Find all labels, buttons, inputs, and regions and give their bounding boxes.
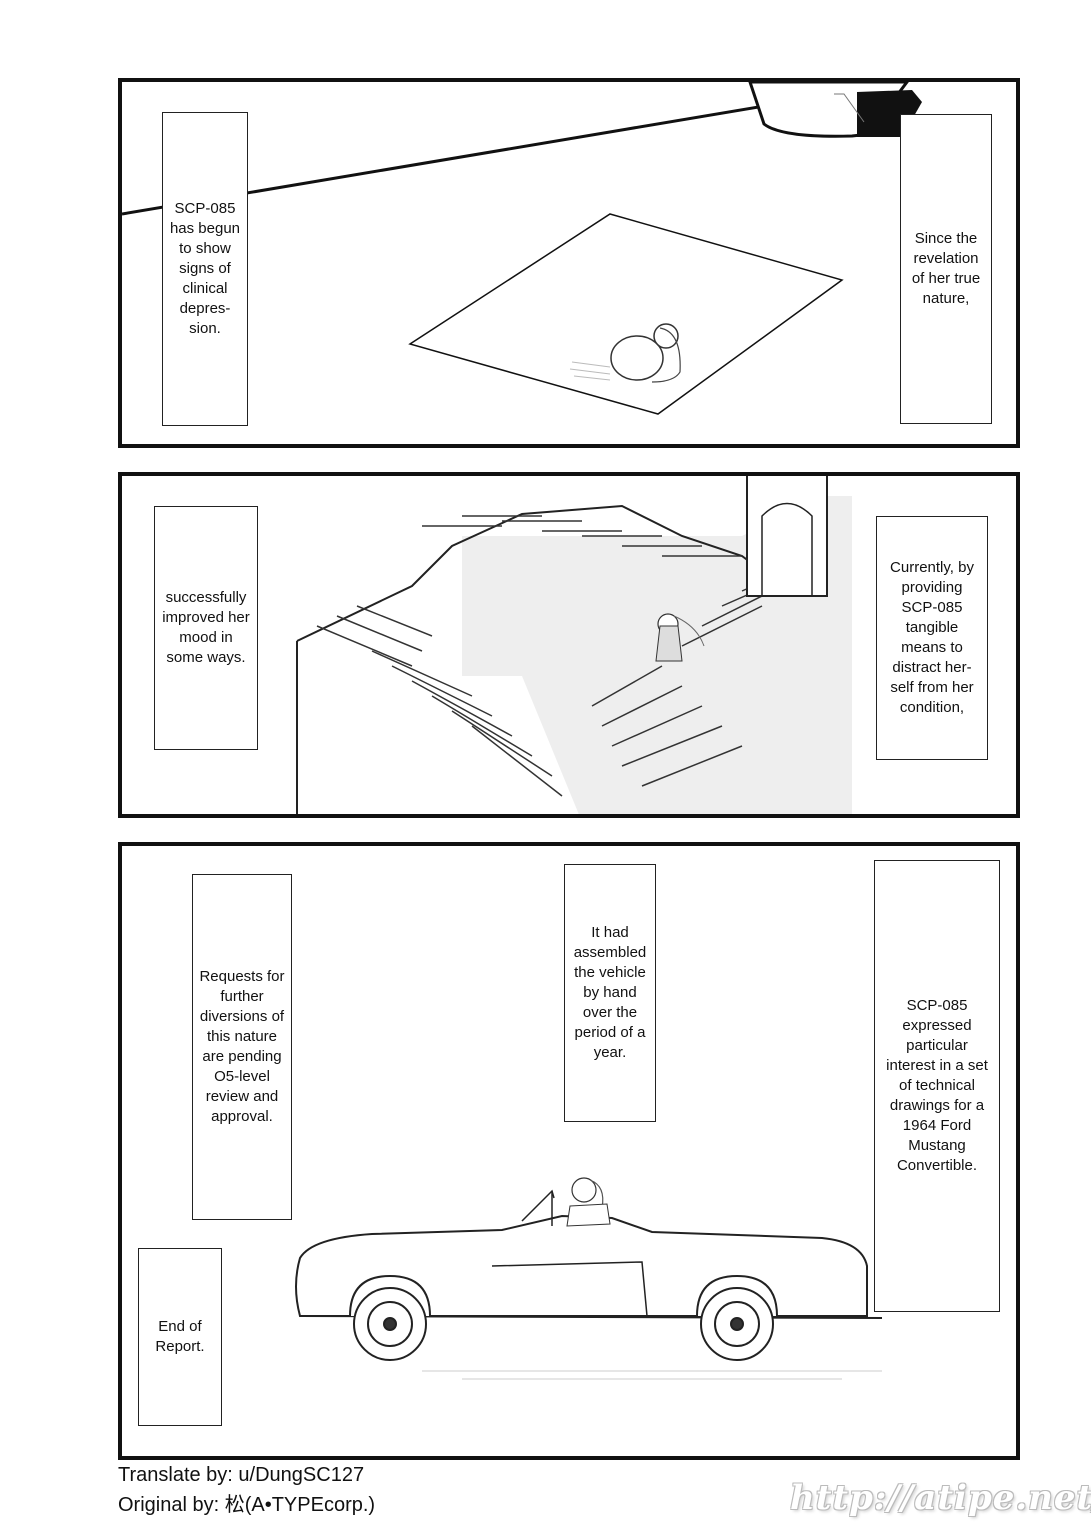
- panel-staircase: successfully improved her mood in some w…: [118, 472, 1020, 818]
- translator-credit: Translate by: u/DungSC127: [118, 1464, 365, 1486]
- caption-currently: Currently, by providing SCP-085 tangible…: [876, 516, 988, 760]
- panel-depression: SCP-085 has begun to show signs of clini…: [118, 78, 1020, 448]
- caption-end-of-report-text: End of Report.: [155, 1318, 205, 1355]
- motion-lines: [422, 1370, 882, 1380]
- caption-currently-text: Currently, by providing SCP-085 tangible…: [890, 559, 974, 716]
- caption-requests-text: Requests for further diversions of this …: [199, 968, 285, 1125]
- caption-depression: SCP-085 has begun to show signs of clini…: [162, 112, 248, 426]
- staircase-steps: [316, 515, 823, 797]
- girl-sitting-figure: [569, 323, 681, 383]
- caption-revelation: Since the revelation of her true nature,: [900, 114, 992, 424]
- panel-1-illustration: [122, 82, 922, 415]
- mustang-car: [295, 1189, 883, 1361]
- panel-2-illustration: [296, 476, 852, 814]
- caption-mustang: SCP-085 expressed particular interest in…: [874, 860, 1000, 1312]
- credits: Translate by: u/DungSC127 Original by: 松…: [118, 1460, 375, 1520]
- caption-end-of-report: End of Report.: [138, 1248, 222, 1426]
- caption-revelation-text: Since the revelation of her true nature,: [911, 230, 981, 307]
- caption-assembled-text: It had assembled the vehicle by hand ove…: [573, 924, 647, 1061]
- caption-mustang-text: SCP-085 expressed particular interest in…: [886, 997, 988, 1174]
- girl-on-stairs-figure: [655, 613, 705, 662]
- panel-mustang: Requests for further diversions of this …: [118, 842, 1020, 1460]
- caption-improved-mood-text: successfully improved her mood in some w…: [162, 589, 250, 666]
- girl-driving-figure: [566, 1177, 611, 1227]
- caption-requests: Requests for further diversions of this …: [192, 874, 292, 1220]
- caption-improved-mood: successfully improved her mood in some w…: [154, 506, 258, 750]
- caption-assembled: It had assembled the vehicle by hand ove…: [564, 864, 656, 1122]
- site-watermark: http://atipe.net/: [790, 1478, 1091, 1518]
- original-credit: Original by: 松(A•TYPEcorp.): [118, 1494, 376, 1516]
- caption-depression-text: SCP-085 has begun to show signs of clini…: [169, 200, 241, 337]
- panel-3-illustration: [295, 1177, 883, 1380]
